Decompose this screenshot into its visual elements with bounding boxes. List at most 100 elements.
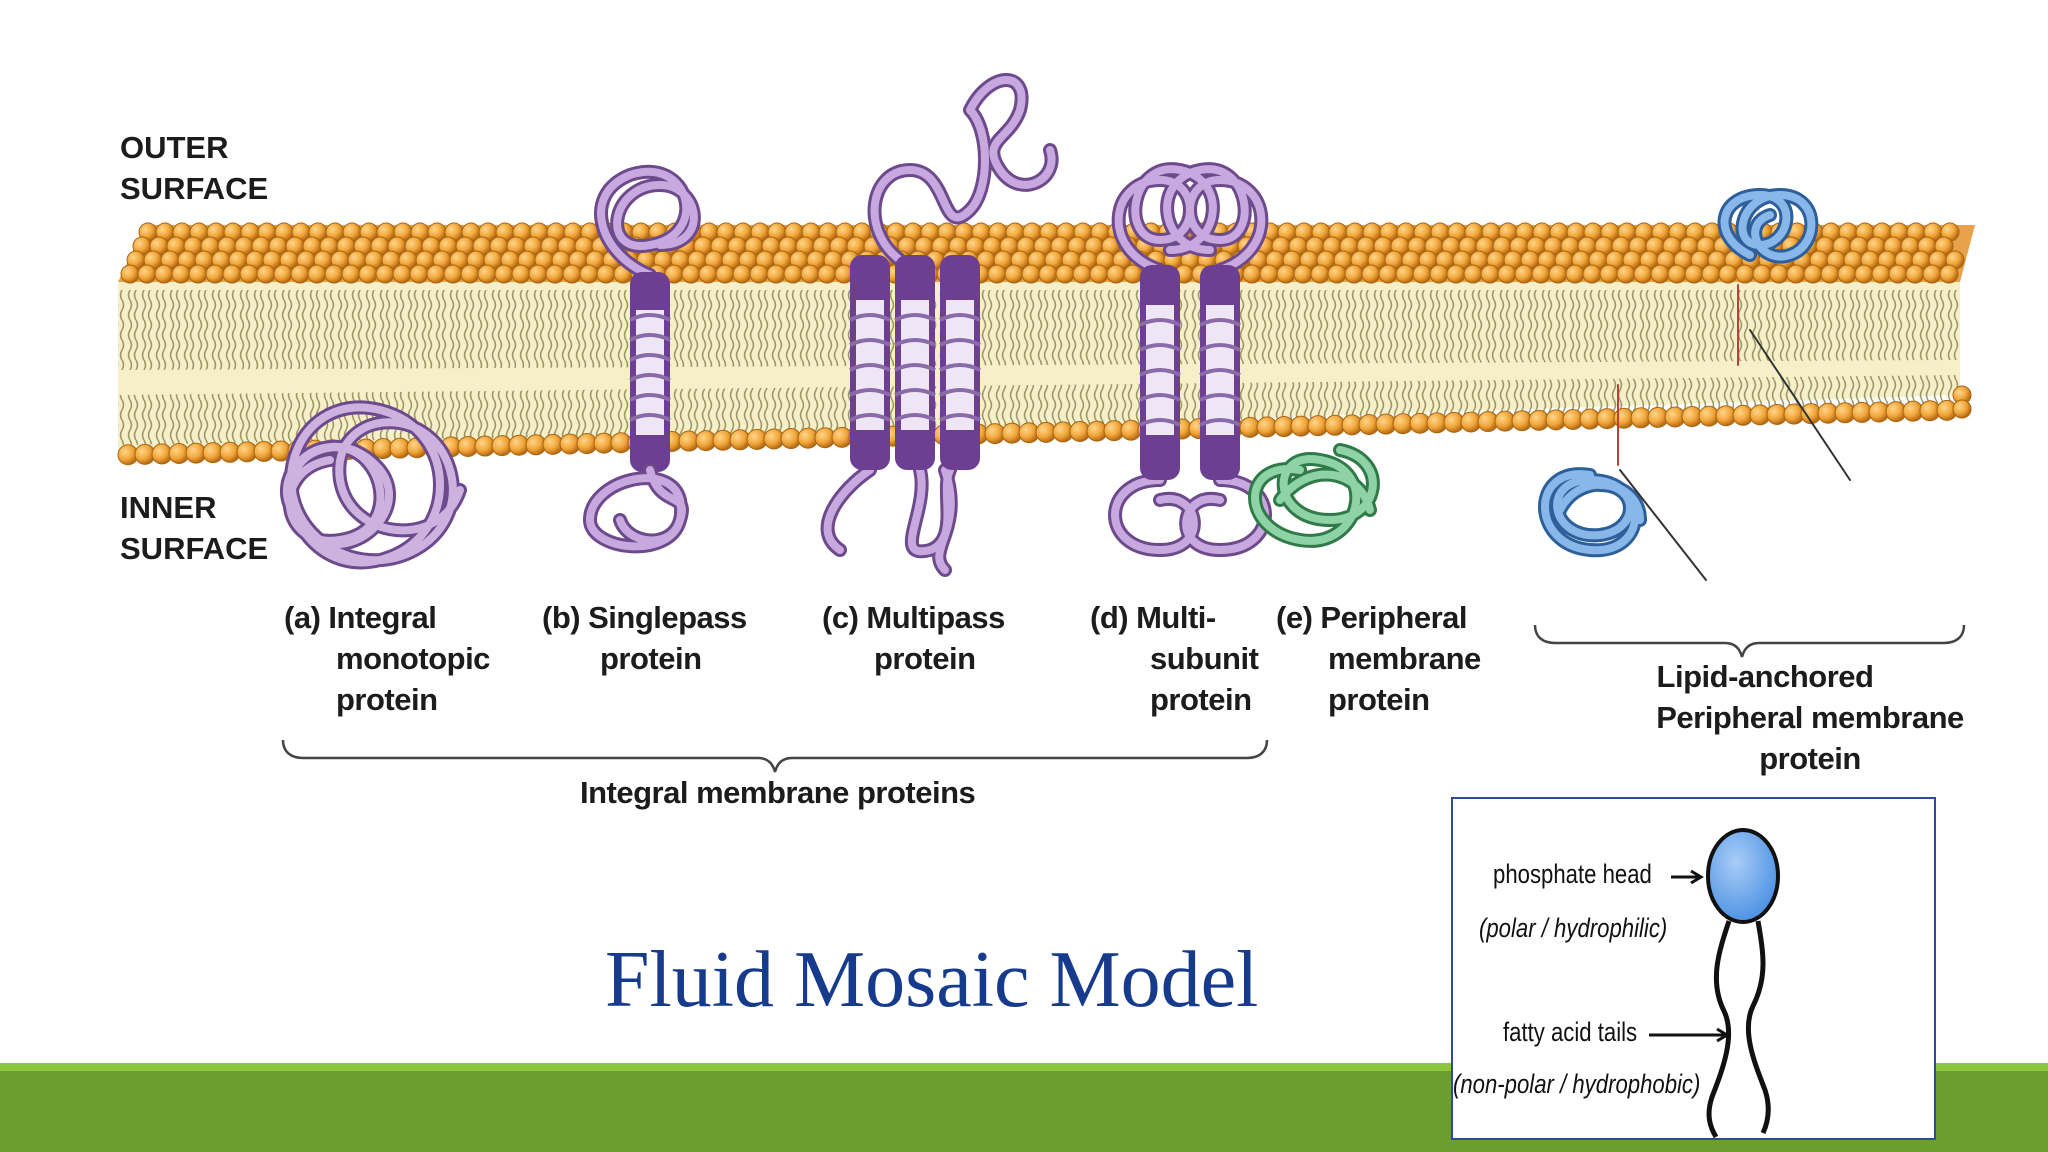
lipid-anchored-line-3: protein — [1759, 741, 1861, 776]
bilayer-tails-inner — [118, 375, 1960, 445]
lipid-head — [1446, 264, 1466, 284]
lipid-head — [1565, 264, 1585, 284]
lipid-head — [715, 264, 735, 284]
lipid-head — [256, 264, 276, 284]
fatty-acid-tail-right-icon — [1745, 920, 1771, 1135]
phosphate-head-icon — [1706, 828, 1780, 924]
lipid-head — [1820, 264, 1840, 284]
lipid-anchored-protein-outer — [1717, 187, 1851, 481]
slide-title: Fluid Mosaic Model — [605, 936, 1259, 1024]
lipid-head — [494, 264, 514, 284]
inner-surface-line-2: SURFACE — [120, 531, 269, 566]
fatty-acid-tails-desc: (non-polar / hydrophobic) — [1453, 1069, 1701, 1099]
lipid-head — [426, 264, 446, 284]
lipid-head — [1837, 264, 1857, 284]
label-a-key: (a) — [284, 600, 321, 635]
lipid-head — [1718, 264, 1738, 284]
label-c-key: (c) — [822, 600, 859, 635]
lipid-head — [1752, 264, 1772, 284]
lipid-head — [205, 264, 225, 284]
lipid-head — [596, 264, 616, 284]
lipid-anchored-protein-inner — [1538, 384, 1707, 581]
lipid-head — [579, 264, 599, 284]
head-arrow-icon — [1671, 869, 1704, 885]
fatty-acid-tail-left-icon — [1706, 920, 1732, 1139]
label-b-key: (b) — [542, 600, 581, 635]
lipid-head — [1582, 264, 1602, 284]
lipid-head — [120, 264, 140, 284]
lipid-head — [239, 264, 259, 284]
lipid-head — [783, 264, 803, 284]
lipid-head — [511, 264, 531, 284]
lipid-head — [1939, 264, 1959, 284]
lipid-head — [1480, 264, 1500, 284]
lipid-head — [1650, 264, 1670, 284]
lipid-head — [341, 264, 361, 284]
lipid-head — [1378, 264, 1398, 284]
lipid-head — [1922, 264, 1942, 284]
lipid-head — [1276, 264, 1296, 284]
lipid-head — [698, 264, 718, 284]
lipid-anchored-line-2: Peripheral membrane — [1656, 700, 1964, 735]
label-integral-group: Integral membrane proteins — [580, 775, 976, 810]
lipid-head — [188, 264, 208, 284]
lipid-head — [562, 264, 582, 284]
lipid-head — [1361, 264, 1381, 284]
lipid-head — [307, 264, 327, 284]
lipid-head — [1633, 264, 1653, 284]
lipid-head — [1106, 264, 1126, 284]
lipid-head — [1548, 264, 1568, 284]
lipid-head — [392, 264, 412, 284]
lipid-head — [1854, 264, 1874, 284]
lipid-head — [171, 264, 191, 284]
outer-head-row — [120, 222, 1965, 284]
footer-accent-line — [0, 1063, 2048, 1071]
lipid-head — [1667, 264, 1687, 284]
label-c-line-1: Multipass — [866, 600, 1005, 635]
label-integral-monotopic: (a)Integral monotopic protein — [284, 597, 490, 720]
fatty-acid-tails-label: fatty acid tails — [1503, 1017, 1638, 1047]
multipass-protein — [820, 73, 1059, 577]
lipid-head — [1769, 264, 1789, 284]
lipid-head — [749, 264, 769, 284]
outer-surface-label: OUTER SURFACE — [120, 127, 268, 209]
lipid-head — [1072, 264, 1092, 284]
label-e-key: (e) — [1276, 600, 1313, 635]
lipid-head — [1871, 264, 1891, 284]
lipid-head — [1004, 264, 1024, 284]
label-multipass: (c)Multipass protein — [822, 597, 1005, 679]
lipid-head — [681, 264, 701, 284]
lipid-head — [1786, 264, 1806, 284]
lipid-head — [443, 264, 463, 284]
lipid-head — [1055, 264, 1075, 284]
label-b-line-2: protein — [600, 641, 702, 676]
label-a-line-2: monotopic — [336, 641, 490, 676]
outer-surface-line-2: SURFACE — [120, 171, 269, 206]
phosphate-head-desc: (polar / hydrophilic) — [1479, 913, 1668, 943]
lipid-head — [375, 264, 395, 284]
lipid-head — [460, 264, 480, 284]
lipid-head — [154, 264, 174, 284]
lipid-head — [477, 264, 497, 284]
inner-surface-line-1: INNER — [120, 490, 217, 525]
lipid-head — [273, 264, 293, 284]
lipid-head — [1327, 264, 1347, 284]
phosphate-head-label: phosphate head — [1493, 859, 1652, 889]
lipid-head — [358, 264, 378, 284]
lipid-head — [732, 264, 752, 284]
lipid-head — [1038, 264, 1058, 284]
lipid-head — [1463, 264, 1483, 284]
lipid-head — [545, 264, 565, 284]
label-a-line-1: Integral — [328, 600, 437, 635]
lipid-head — [817, 264, 837, 284]
peripheral-protein — [1248, 443, 1380, 548]
label-peripheral: (e)Peripheral membrane protein — [1276, 597, 1481, 720]
lipid-head — [222, 264, 242, 284]
lipid-head — [1616, 264, 1636, 284]
lipid-anchored-line-1: Lipid-anchored — [1656, 659, 1874, 694]
lipid-head — [1310, 264, 1330, 284]
label-e-line-3: protein — [1328, 682, 1430, 717]
label-lipid-anchored-group: Lipid-anchored Peripheral membrane prote… — [1630, 656, 1970, 779]
tail-arrow-icon — [1649, 1027, 1730, 1043]
